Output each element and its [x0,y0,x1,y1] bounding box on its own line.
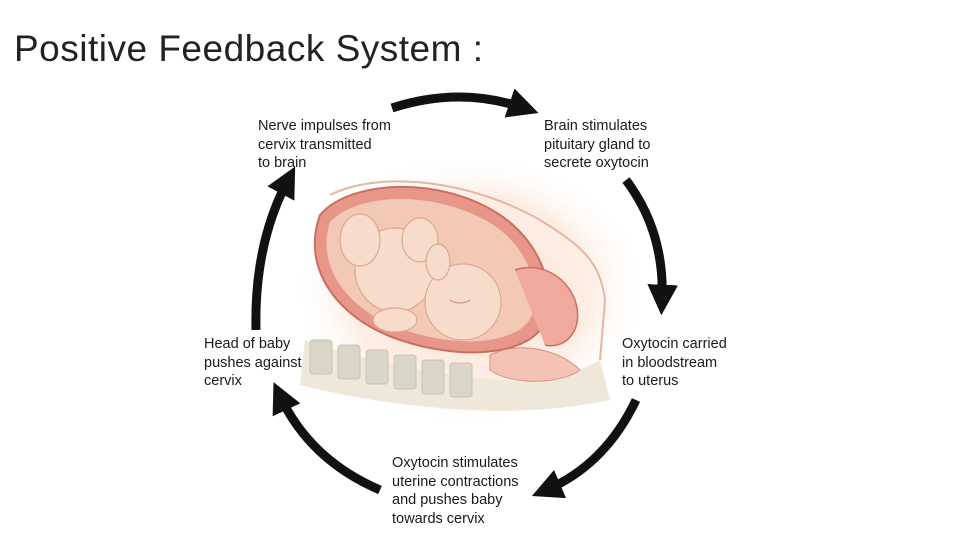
arrow-right-upper [622,177,678,316]
arrow-left [251,166,296,331]
arrow-right-lower [531,398,641,499]
arrow-bottom-left [272,382,382,495]
pregnancy-illustration [295,155,645,425]
cycle-arrows [251,88,678,499]
slide-title: Positive Feedback System : [14,28,484,69]
arrow-top [390,88,539,118]
